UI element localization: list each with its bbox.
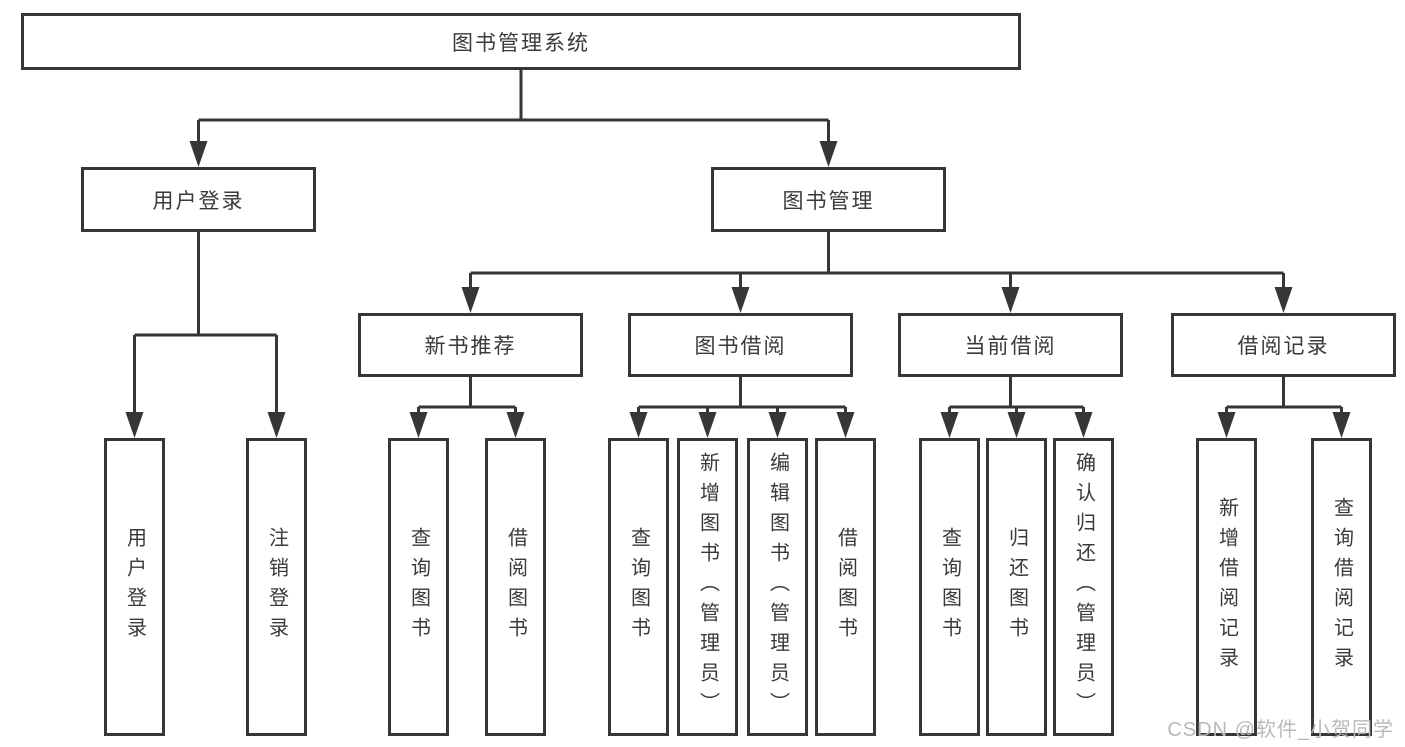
node-label: 新书推荐 (424, 335, 517, 358)
node-label: 注销登录 (265, 527, 288, 647)
node-label: 用户登录 (152, 189, 245, 213)
node-label: 归还图书 (1005, 527, 1028, 647)
leaf-node-add-books-admin: 新增图书（管理员） (677, 438, 738, 736)
node-label: 用户登录 (123, 527, 146, 647)
leaf-node-user-login: 用户登录 (104, 438, 165, 736)
node-label: 当前借阅 (964, 335, 1057, 358)
leaf-node-logout: 注销登录 (246, 438, 307, 736)
node-book-management-branch: 图书管理 (711, 167, 946, 232)
node-label: 查询图书 (938, 527, 961, 647)
leaf-node-query-borrow-record: 查询借阅记录 (1311, 438, 1372, 736)
leaf-node-add-borrow-record: 新增借阅记录 (1196, 438, 1257, 736)
node-book-borrowing: 图书借阅 (628, 313, 853, 377)
node-current-borrowing: 当前借阅 (898, 313, 1123, 377)
node-new-book-recommend: 新书推荐 (358, 313, 583, 377)
node-label: 借阅记录 (1237, 335, 1330, 358)
node-label: 编辑图书（管理员） (766, 452, 789, 722)
node-label: 图书借阅 (694, 335, 787, 358)
leaf-node-borrow-books-2: 借阅图书 (815, 438, 876, 736)
leaf-node-query-books-1: 查询图书 (388, 438, 449, 736)
node-root-system: 图书管理系统 (21, 13, 1021, 70)
node-label: 借阅图书 (504, 527, 527, 647)
node-label: 新增借阅记录 (1215, 497, 1238, 677)
leaf-node-query-books-3: 查询图书 (919, 438, 980, 736)
node-label: 查询图书 (407, 527, 430, 647)
node-label: 查询图书 (627, 527, 650, 647)
leaf-node-confirm-return-admin: 确认归还（管理员） (1053, 438, 1114, 736)
node-label: 图书管理系统 (452, 31, 590, 55)
leaf-node-query-books-2: 查询图书 (608, 438, 669, 736)
leaf-node-edit-books-admin: 编辑图书（管理员） (747, 438, 808, 736)
leaf-node-return-books: 归还图书 (986, 438, 1047, 736)
node-user-login-branch: 用户登录 (81, 167, 316, 232)
leaf-node-borrow-books-1: 借阅图书 (485, 438, 546, 736)
node-borrowing-records: 借阅记录 (1171, 313, 1396, 377)
node-label: 借阅图书 (834, 527, 857, 647)
node-label: 确认归还（管理员） (1072, 452, 1095, 722)
node-label: 新增图书（管理员） (696, 452, 719, 722)
watermark: CSDN @软件_小贺同学 (1167, 719, 1394, 741)
node-label: 图书管理 (782, 189, 875, 213)
node-label: 查询借阅记录 (1330, 497, 1353, 677)
